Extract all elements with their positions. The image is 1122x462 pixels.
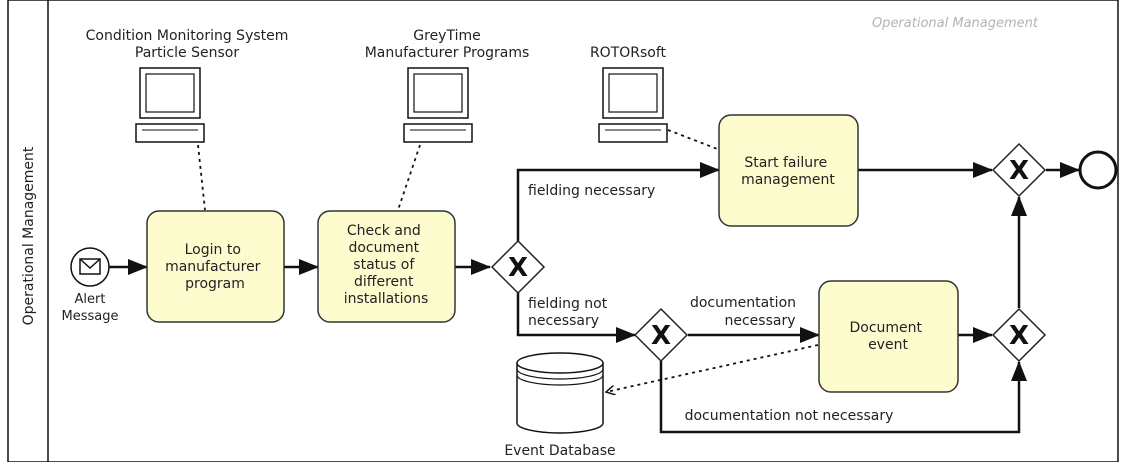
- cms-computer-icon: [135, 67, 205, 143]
- event-database-label: Event Database: [504, 443, 615, 459]
- greytime-computer-icon: [403, 67, 473, 143]
- start-event-label-line1: Alert: [75, 292, 106, 307]
- envelope-icon: [79, 258, 101, 275]
- event-database-icon[interactable]: [516, 352, 604, 434]
- label-documentation-necessary-line2: necessary: [724, 313, 795, 329]
- end-event[interactable]: [1078, 150, 1118, 190]
- start-event-label-line2: Message: [62, 309, 119, 324]
- gateway-documentation[interactable]: [633, 307, 689, 363]
- cms-label-line2: Particle Sensor: [135, 45, 239, 61]
- gateway-merge-documentation-x-icon: X: [1009, 321, 1029, 351]
- cms-label-line1: Condition Monitoring System: [86, 28, 289, 44]
- greytime-label-line1: GreyTime: [413, 28, 480, 44]
- task-check-document-label: Check and document status of different i…: [344, 223, 429, 307]
- gateway-documentation-x-icon: X: [651, 321, 671, 351]
- task-document-event-label: Document event: [850, 320, 927, 353]
- task-document-event[interactable]: [818, 280, 959, 393]
- rotorsoft-association: [667, 129, 721, 151]
- task-start-failure-management[interactable]: [718, 114, 859, 227]
- lane-watermark: Operational Management: [872, 16, 1039, 31]
- task-login[interactable]: [146, 210, 285, 323]
- task-login-label: Login to manufacturer program: [165, 242, 265, 292]
- label-documentation-necessary-line1: documentation: [690, 295, 796, 311]
- rotorsoft-computer-icon: [598, 67, 668, 143]
- label-fielding-not-necessary-line2: necessary: [528, 313, 599, 329]
- flow-fielding-necessary: [516, 162, 720, 241]
- flow-fielding-not-necessary: [516, 293, 636, 343]
- gateway-merge-documentation[interactable]: [991, 307, 1047, 363]
- label-documentation-not-necessary: documentation not necessary: [685, 408, 894, 424]
- greytime-association: [397, 144, 421, 211]
- gateway-merge-final-x-icon: X: [1009, 156, 1029, 186]
- gateway-fielding-x-icon: X: [508, 253, 528, 283]
- label-fielding-necessary: fielding necessary: [528, 183, 655, 199]
- flow-documentation-not-necessary: [659, 361, 1027, 434]
- gateway-fielding[interactable]: [490, 239, 546, 295]
- database-association: [606, 344, 819, 392]
- lane-title: Operational Management: [21, 146, 37, 325]
- rotorsoft-label: ROTORsoft: [590, 45, 667, 61]
- task-check-document[interactable]: [317, 210, 456, 323]
- task-start-failure-management-label: Start failure management: [741, 155, 835, 188]
- gateway-merge-final[interactable]: [991, 142, 1047, 198]
- label-fielding-not-necessary-line1: fielding not: [528, 296, 608, 312]
- greytime-label-line2: Manufacturer Programs: [365, 45, 530, 61]
